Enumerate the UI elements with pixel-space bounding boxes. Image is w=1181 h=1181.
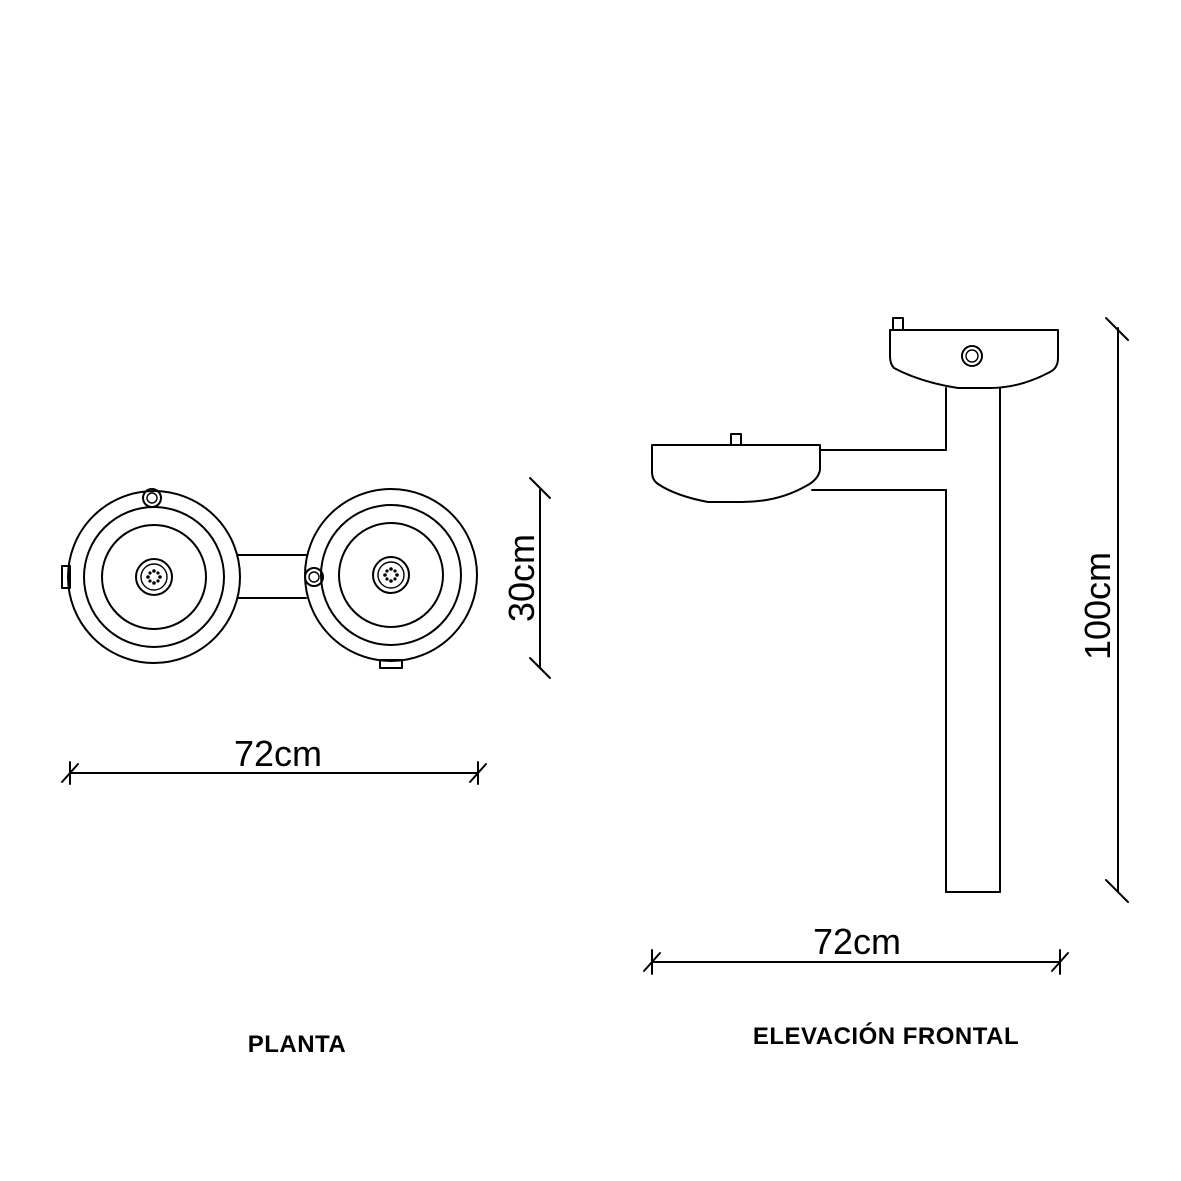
- elevation-height-label: 100cm: [1077, 552, 1118, 660]
- elevation-post: [945, 387, 1001, 893]
- left-fountain-nozzle-icon: [142, 488, 162, 508]
- right-bottom-tab: [379, 659, 403, 669]
- elevation-upper-basin: [889, 317, 1059, 389]
- right-fountain-nozzle-icon: [304, 567, 324, 587]
- plan-view: 72cm 30cm PLANTA: [61, 477, 551, 1058]
- elevation-view: 72cm 100cm ELEVACIÓN FRONTAL: [643, 317, 1129, 1050]
- left-drain-icon: [135, 558, 173, 596]
- plan-depth-dimension: 30cm: [501, 477, 551, 679]
- lower-nozzle: [730, 433, 742, 446]
- elevation-width-dimension: 72cm: [643, 921, 1069, 975]
- elevation-width-label: 72cm: [813, 921, 901, 962]
- plan-caption: PLANTA: [248, 1031, 347, 1058]
- elevation-lower-basin: [651, 433, 821, 503]
- elevation-caption: ELEVACIÓN FRONTAL: [753, 1022, 1019, 1050]
- plan-connector-arm: [237, 554, 307, 599]
- upper-valve-icon: [961, 345, 983, 367]
- plan-left-basin: [61, 488, 241, 664]
- plan-width-label: 72cm: [234, 733, 322, 774]
- left-side-tab: [61, 565, 71, 589]
- elevation-arm: [811, 449, 947, 491]
- plan-width-dimension: 72cm: [61, 733, 487, 785]
- elevation-height-dimension: 100cm: [1077, 317, 1129, 903]
- plan-right-basin: [304, 488, 478, 669]
- upper-nozzle: [892, 317, 904, 331]
- plan-depth-label: 30cm: [501, 534, 542, 622]
- right-drain-icon: [372, 556, 410, 594]
